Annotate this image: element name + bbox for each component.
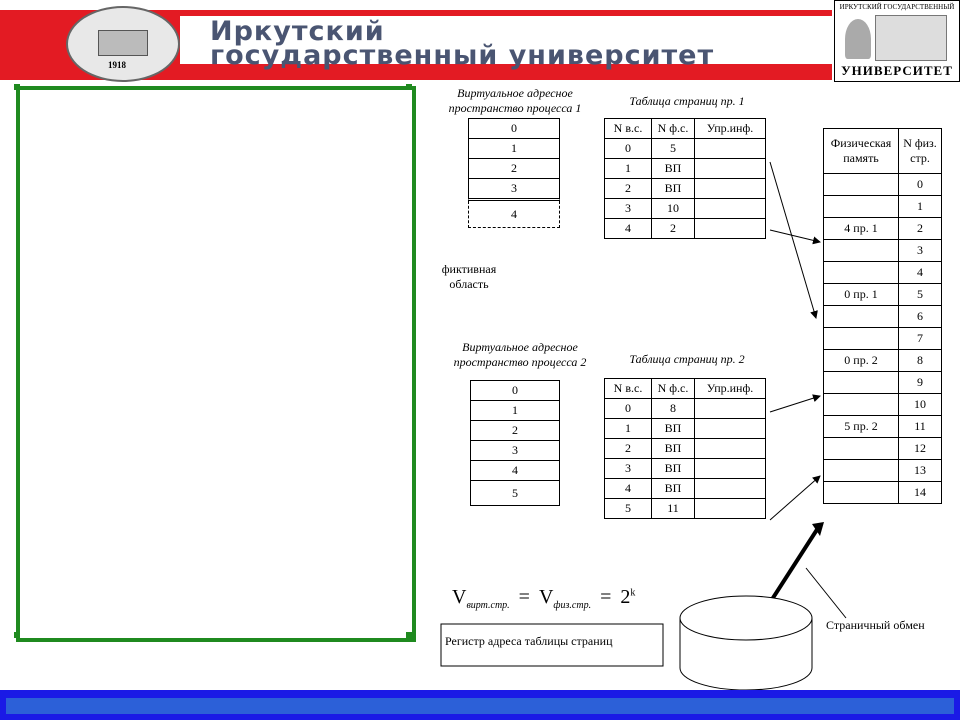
page-cell: 2 — [470, 421, 560, 441]
table-row: 6 — [823, 305, 942, 328]
page-size-formula: Vвирт.стр. = Vфиз.стр. = 2k — [452, 586, 635, 611]
header-title-line1: Иркутский — [210, 16, 385, 47]
table-row: 0 — [823, 173, 942, 196]
university-logo: ИРКУТСКИЙ ГОСУДАРСТВЕННЫЙ УНИВЕРСИТЕТ — [834, 0, 960, 82]
table-header-row: N в.с. N ф.с. Упр.инф. — [604, 378, 766, 399]
formula-eq: = — [518, 586, 530, 608]
table1-title: Таблица страниц пр. 1 — [629, 94, 745, 108]
formula-sub-virtual: вирт.стр. — [466, 600, 510, 611]
memory-cell: 5 пр. 2 — [823, 415, 899, 438]
column-header: N в.с. — [604, 378, 652, 399]
swap-label: Страничный обмен — [826, 618, 925, 632]
column-header: N физ. стр. — [898, 128, 942, 174]
table-cell: ВП — [651, 478, 695, 499]
formula-sub-physical: физ.стр. — [553, 600, 592, 611]
table-cell: ВП — [651, 418, 695, 439]
register-label: Регистр адреса таблицы страниц — [445, 634, 613, 648]
table-row: 9 — [823, 371, 942, 394]
table-cell: 11 — [651, 498, 695, 519]
process1-pages: 0 1 2 3 4 — [468, 118, 560, 228]
page-cell: 1 — [470, 401, 560, 421]
table-cell: 5 — [604, 498, 652, 519]
column-header: Упр.инф. — [694, 378, 766, 399]
swap-arrow-head-up-icon — [812, 522, 824, 536]
process2-title: Виртуальное адресное пространство процес… — [453, 340, 587, 369]
logo-tree-icon — [845, 19, 871, 59]
disk-bottom — [679, 667, 813, 691]
table-cell: 4 — [604, 218, 652, 239]
table-header-row: N в.с. N ф.с. Упр.инф. — [604, 118, 766, 139]
table-cell — [694, 218, 766, 239]
footer-bar-inner — [6, 698, 954, 714]
formula-eq: = — [600, 586, 612, 608]
header-title-line2: государственный университет — [210, 40, 715, 71]
formula-v: V — [452, 586, 467, 608]
formula-exponent: k — [630, 587, 636, 599]
page-cell: 5 — [470, 481, 560, 506]
university-seal-icon: 1918 — [66, 6, 180, 82]
logo-bottom-text: УНИВЕРСИТЕТ — [841, 63, 953, 78]
frame-handle[interactable] — [14, 84, 20, 90]
page-cell: 0 — [468, 118, 560, 139]
content-frame — [16, 86, 416, 642]
formula-base: 2 — [620, 586, 631, 608]
process2-pages: 0 1 2 3 4 5 — [470, 380, 560, 506]
seal-year: 1918 — [108, 60, 126, 70]
header-stripe — [0, 64, 832, 72]
page-cell-fictive: 4 — [468, 201, 560, 228]
page-cell: 4 — [470, 461, 560, 481]
frame-handle[interactable] — [406, 84, 412, 90]
frame-number: 6 — [898, 305, 942, 328]
column-header: Физическая память — [823, 128, 899, 174]
disk-top — [679, 595, 813, 641]
frame-number: 14 — [898, 481, 942, 504]
frame-handle[interactable] — [406, 632, 412, 638]
logo-building-icon — [875, 15, 947, 61]
seal-building-icon — [98, 30, 148, 56]
fictive-area-label: фиктивная область — [441, 262, 497, 291]
frame-handle[interactable] — [14, 632, 20, 638]
table-header-row: Физическая память N физ. стр. — [823, 128, 942, 174]
arrow-p2-page5 — [769, 475, 821, 521]
table-cell: ВП — [651, 438, 695, 459]
register-box — [440, 623, 664, 667]
page-cell: 3 — [470, 441, 560, 461]
table2-title: Таблица страниц пр. 2 — [629, 352, 745, 366]
page-cell: 2 — [468, 159, 560, 179]
table-cell: ВП — [651, 158, 695, 179]
page-cell: 1 — [468, 139, 560, 159]
arrow-p1-page0 — [769, 161, 818, 319]
formula-v: V — [538, 586, 554, 608]
memory-cell: 4 пр. 1 — [823, 217, 899, 240]
swap-leader-line — [805, 567, 847, 619]
page-cell: 3 — [468, 179, 560, 201]
header-title-panel — [180, 16, 832, 64]
process1-title: Виртуальное адресное пространство процес… — [448, 86, 582, 115]
memory-cell: 0 пр. 1 — [823, 283, 899, 306]
arrow-p2-page0 — [769, 394, 821, 413]
table-cell — [694, 498, 766, 519]
arrow-p1-page4 — [769, 229, 821, 245]
page-cell: 0 — [470, 380, 560, 401]
table-row: 14 — [823, 481, 942, 504]
logo-top-text: ИРКУТСКИЙ ГОСУДАРСТВЕННЫЙ — [839, 3, 955, 11]
